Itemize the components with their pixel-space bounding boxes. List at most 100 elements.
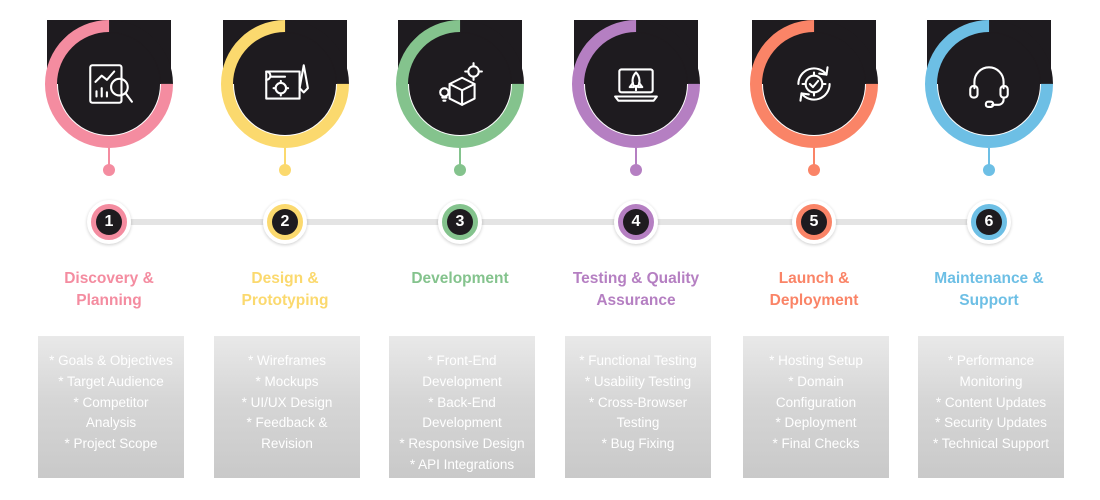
step-detail-line: Analysis [85,415,137,431]
step-title-line: Maintenance & [934,270,1044,287]
timeline-connector [305,219,440,225]
step-detail-line: * Back-End [428,394,496,410]
step-title-line: Discovery & [64,270,154,287]
step-title: Design & Prototyping [195,268,375,312]
step-detail-line: * Cross-Browser [588,394,688,410]
step-stem [988,148,990,168]
step-detail-line: * Competitor [73,394,149,410]
step-details-box: * Functional Testing * Usability Testing *… [565,336,711,478]
step-title-line: Design & [251,270,319,287]
step-title-line: Prototyping [241,292,329,309]
step-number-badge: 6 [967,200,1011,244]
step-icon-disc [58,33,160,135]
step-icon-disc [763,33,865,135]
step-detail-line: * Project Scope [64,436,158,452]
step-number: 2 [272,209,298,235]
step-detail-line: * Mockups [255,373,319,389]
step-detail-line: * Usability Testing [584,373,692,389]
step-title-line: Development [411,270,509,287]
step-dot [983,164,995,176]
timeline-connector [129,219,265,225]
step-detail-line: Monitoring [959,373,1023,389]
laptop-rocket-icon [614,68,658,102]
step-number-badge: 3 [438,200,482,244]
step-detail-line: * Goals & Objectives [49,353,173,368]
step-details-box: * Wireframes * Mockups * UI/UX Design * Fee… [214,336,360,478]
step-icon-disc [938,33,1040,135]
step-detail-line: Configuration [775,394,857,410]
step-title: Development [370,268,550,290]
headset-support-icon [969,66,1009,108]
step-title-line: Launch & [778,270,850,287]
step-detail-line: * Content Updates [935,394,1047,410]
step-icon-disc [585,33,687,135]
step-detail-line: * Bug Fixing [601,436,675,452]
step-detail-line: * Final Checks [772,436,860,452]
step-stem [813,148,815,168]
step-title-line: Testing & Quality [572,270,700,287]
step-dot [279,164,291,176]
step-detail-line: * Performance [947,353,1035,368]
step-title-line: Deployment [769,292,859,309]
step-number: 5 [801,209,827,235]
step-detail-line: * Front-End [427,353,497,368]
step-detail-line: * Functional Testing [579,353,697,368]
step-detail-line: * Domain [788,373,844,389]
step-title-line: Support [959,292,1019,309]
step-detail-line: * Security Updates [935,415,1047,431]
step-detail-line: * Technical Support [932,436,1050,452]
step-detail-line: * Deployment [775,415,857,431]
step-number-badge: 2 [263,200,307,244]
blueprint-design-icon [265,64,309,100]
step-detail-line: Revision [261,436,313,452]
cycle-check-gear-icon [797,66,831,102]
step-number: 3 [447,209,473,235]
step-dot [454,164,466,176]
step-title: Maintenance & Support [899,268,1079,312]
step-dot [808,164,820,176]
step-detail-line: * Wireframes [247,353,326,368]
step-detail-line: Testing [616,415,660,431]
step-stem [459,148,461,168]
timeline-connector [834,219,969,225]
step-title: Discovery & Planning [19,268,199,312]
step-detail-line: * API Integrations [409,456,515,472]
step-detail-line: * Target Audience [58,373,164,389]
step-number-badge: 5 [792,200,836,244]
step-stem [108,148,110,168]
step-title: Launch & Deployment [724,268,904,312]
step-stem [284,148,286,168]
step-number: 1 [96,209,122,235]
step-icon-disc [409,33,511,135]
step-number-badge: 1 [87,200,131,244]
step-detail-line: * UI/UX Design [241,394,333,410]
step-detail-line: Development [422,415,502,431]
box-gear-bulb-icon [439,62,483,106]
step-detail-line: * Feedback & [246,415,328,431]
step-dot [103,164,115,176]
step-title-line: Assurance [596,292,676,309]
timeline-connector [480,219,616,225]
step-number: 4 [623,209,649,235]
step-number-badge: 4 [614,200,658,244]
step-number: 6 [976,209,1002,235]
analytics-magnifier-icon [89,64,133,104]
step-icon-disc [234,33,336,135]
step-title-line: Planning [76,292,142,309]
step-detail-line: * Hosting Setup [769,353,863,368]
timeline-connector [656,219,794,225]
step-detail-line: * Responsive Design [399,436,525,452]
step-detail-line: Development [422,373,502,389]
step-details-box: * Goals & Objectives * Target Audience * C… [38,336,184,478]
